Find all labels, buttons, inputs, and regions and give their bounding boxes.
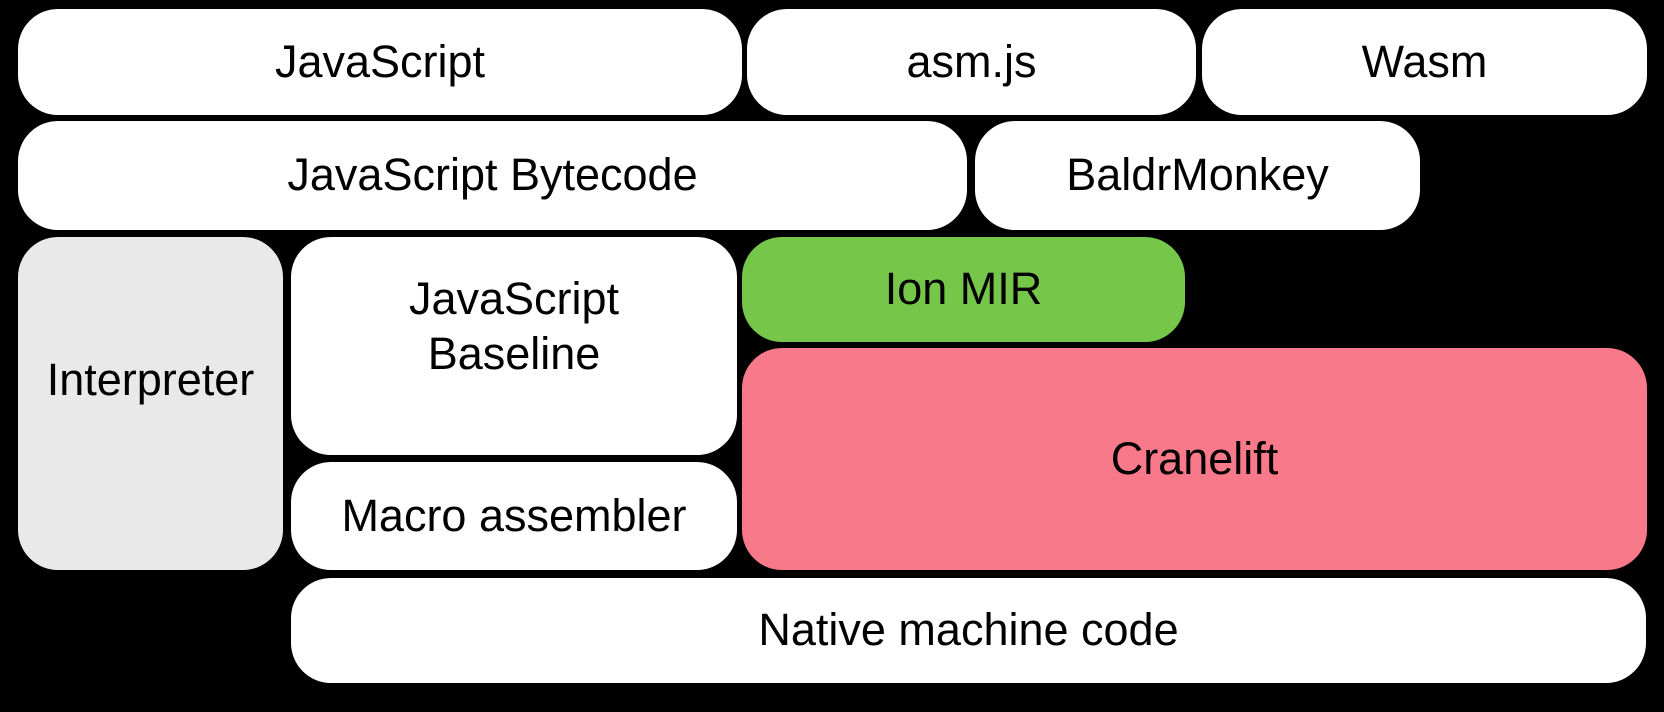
node-asmjs: asm.js (747, 9, 1196, 115)
node-javascript-bytecode: JavaScript Bytecode (18, 121, 967, 230)
node-javascript-baseline: JavaScript Baseline (291, 237, 737, 455)
node-ion-mir: Ion MIR (742, 237, 1185, 342)
node-javascript: JavaScript (18, 9, 742, 115)
node-macro-assembler: Macro assembler (291, 462, 737, 570)
node-interpreter: Interpreter (18, 237, 283, 570)
node-native-machine-code: Native machine code (291, 578, 1646, 683)
node-baldrmonkey: BaldrMonkey (975, 121, 1420, 230)
node-cranelift: Cranelift (742, 348, 1647, 570)
node-wasm: Wasm (1202, 9, 1647, 115)
